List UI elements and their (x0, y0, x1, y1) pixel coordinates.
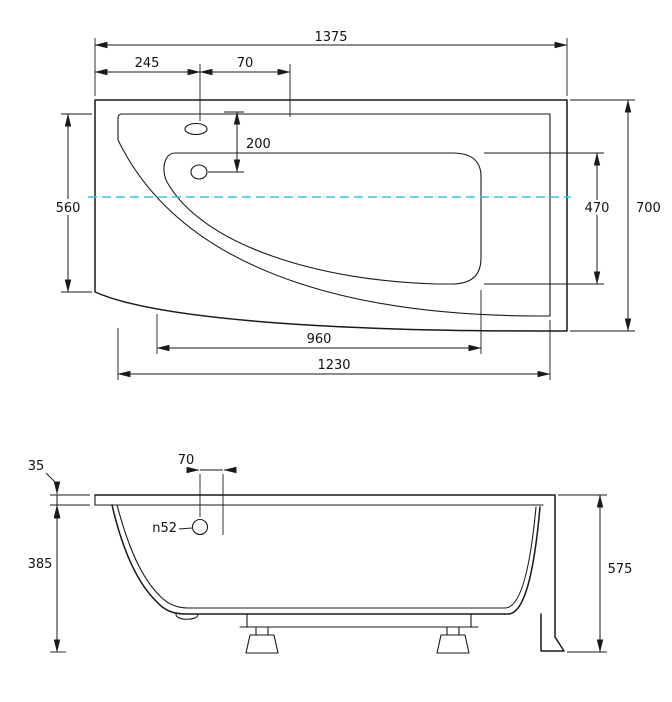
drain-hole (190, 164, 208, 180)
tub-rim-inner-edge (117, 113, 551, 317)
dim-hole-spacing: 200 (208, 111, 271, 173)
dim-overall-length: 1375 (94, 30, 568, 96)
dim-label-560: 560 (56, 201, 81, 216)
overflow-hole (184, 122, 208, 136)
dim-overflow-offset-side: 70 (178, 453, 237, 535)
right-support-panel (540, 494, 565, 652)
shell-inner-wall (116, 504, 537, 609)
dim-label-n52: n52 (152, 521, 177, 536)
dim-label-245: 245 (135, 56, 160, 71)
dim-basin-width: 470 (484, 152, 614, 285)
top-view: 1375 245 70 200 560 (51, 30, 661, 380)
tub-top-outline (94, 99, 568, 332)
dim-label-1375: 1375 (314, 30, 347, 45)
dim-label-1230: 1230 (317, 358, 350, 373)
dim-rim-height: 35 (28, 459, 90, 519)
callout-drain-diameter: n52 (152, 521, 193, 536)
dim-faucet-offset: 70 (199, 56, 291, 117)
dim-overflow-offset: 245 (94, 56, 201, 121)
dim-overall-width: 700 (570, 99, 661, 332)
adjustable-foot-right (436, 626, 470, 654)
shell-outer-wall (111, 504, 541, 615)
adjustable-foot-left (245, 626, 279, 654)
dim-label-470: 470 (585, 201, 610, 216)
dim-label-960: 960 (307, 332, 332, 347)
dim-label-35: 35 (28, 459, 45, 474)
tub-basin-edge (163, 152, 482, 285)
dim-label-700: 700 (636, 201, 661, 216)
dim-label-200: 200 (246, 137, 271, 152)
dim-left-end-width: 560 (51, 113, 92, 293)
tub-side-outline (94, 494, 565, 654)
dim-body-height: 385 (28, 504, 66, 653)
dim-label-575: 575 (608, 562, 633, 577)
tub-outer-rim (94, 99, 568, 332)
dim-label-385: 385 (28, 557, 53, 572)
waste-outlet (175, 613, 199, 620)
dim-overall-height: 575 (558, 494, 633, 653)
overflow-hole-side (191, 518, 209, 536)
dim-bottom-length: 1230 (117, 320, 551, 380)
dim-basin-length: 960 (156, 290, 482, 354)
dim-label-70-side: 70 (178, 453, 195, 468)
dim-label-70-top: 70 (237, 56, 254, 71)
side-view: 35 70 n52 385 575 (28, 453, 633, 654)
